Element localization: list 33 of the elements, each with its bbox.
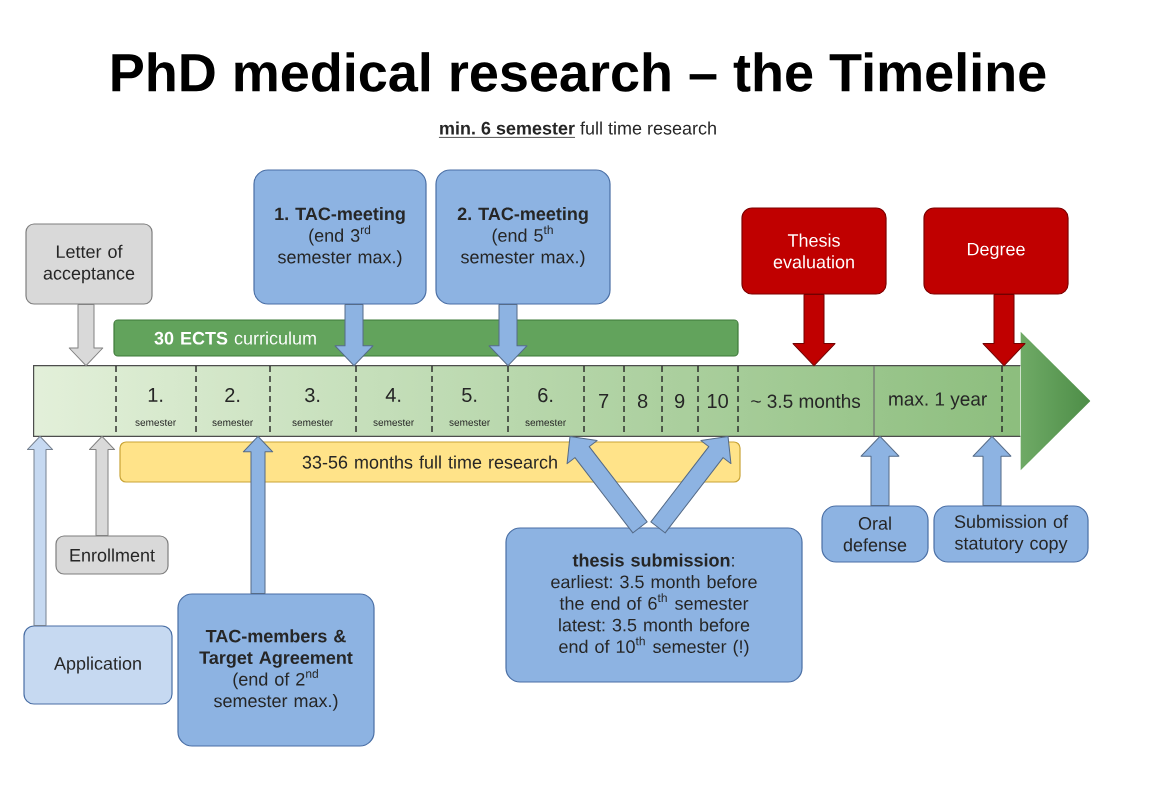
milestone-box: Thesis evaluation [741,207,887,295]
info-box: Enrollment [55,535,169,575]
info-box: Submission of statutory copy [933,505,1089,563]
curriculum-bar: 30 ECTS curriculum [113,319,739,357]
block-arrow [982,294,1026,367]
subtitle: min. 6 semester full time research [438,121,716,138]
info-box: 2. TAC-meeting (end 5$^{th}$ semester max.) [435,169,611,305]
block-arrow [88,435,116,536]
block-arrow [972,435,1012,506]
block-arrow [860,435,900,506]
info-box: Oral defense [821,505,929,563]
block-arrow [792,294,836,367]
block-arrow [488,304,528,367]
semester-label: 7 [599,394,609,408]
info-box: thesis submission: earliest: 3.5 month before the end of 6$^{th}$ semester latest: 3.5 month before end of 10$^{th}$ semester (!) [505,527,803,683]
block-arrow [566,435,648,534]
block-arrow [650,435,732,534]
info-box: 1. TAC-meeting (end 3$^{rd}$ semester max.) [253,169,427,305]
info-box: TAC-members & Target Agreement (end of 2$^{nd}$ semester max.) [177,593,375,747]
duration-label: ~ 3.5 months [751,394,861,408]
block-arrow [26,435,54,626]
block-arrow [334,304,374,367]
timeline-arrow [33,331,1091,471]
duration-label: max. 1 year [889,392,987,410]
title: PhD medical research – the Timeline [112,52,1046,92]
milestone-box: Degree [923,207,1069,295]
info-box: Letter of acceptance [25,223,153,305]
semester-label: 9 [675,393,685,409]
info-box: Application [23,625,173,705]
semester-label: 10 [708,393,728,409]
block-arrow [242,435,274,594]
block-arrow [68,304,104,367]
semester-label: 8 [637,393,648,409]
